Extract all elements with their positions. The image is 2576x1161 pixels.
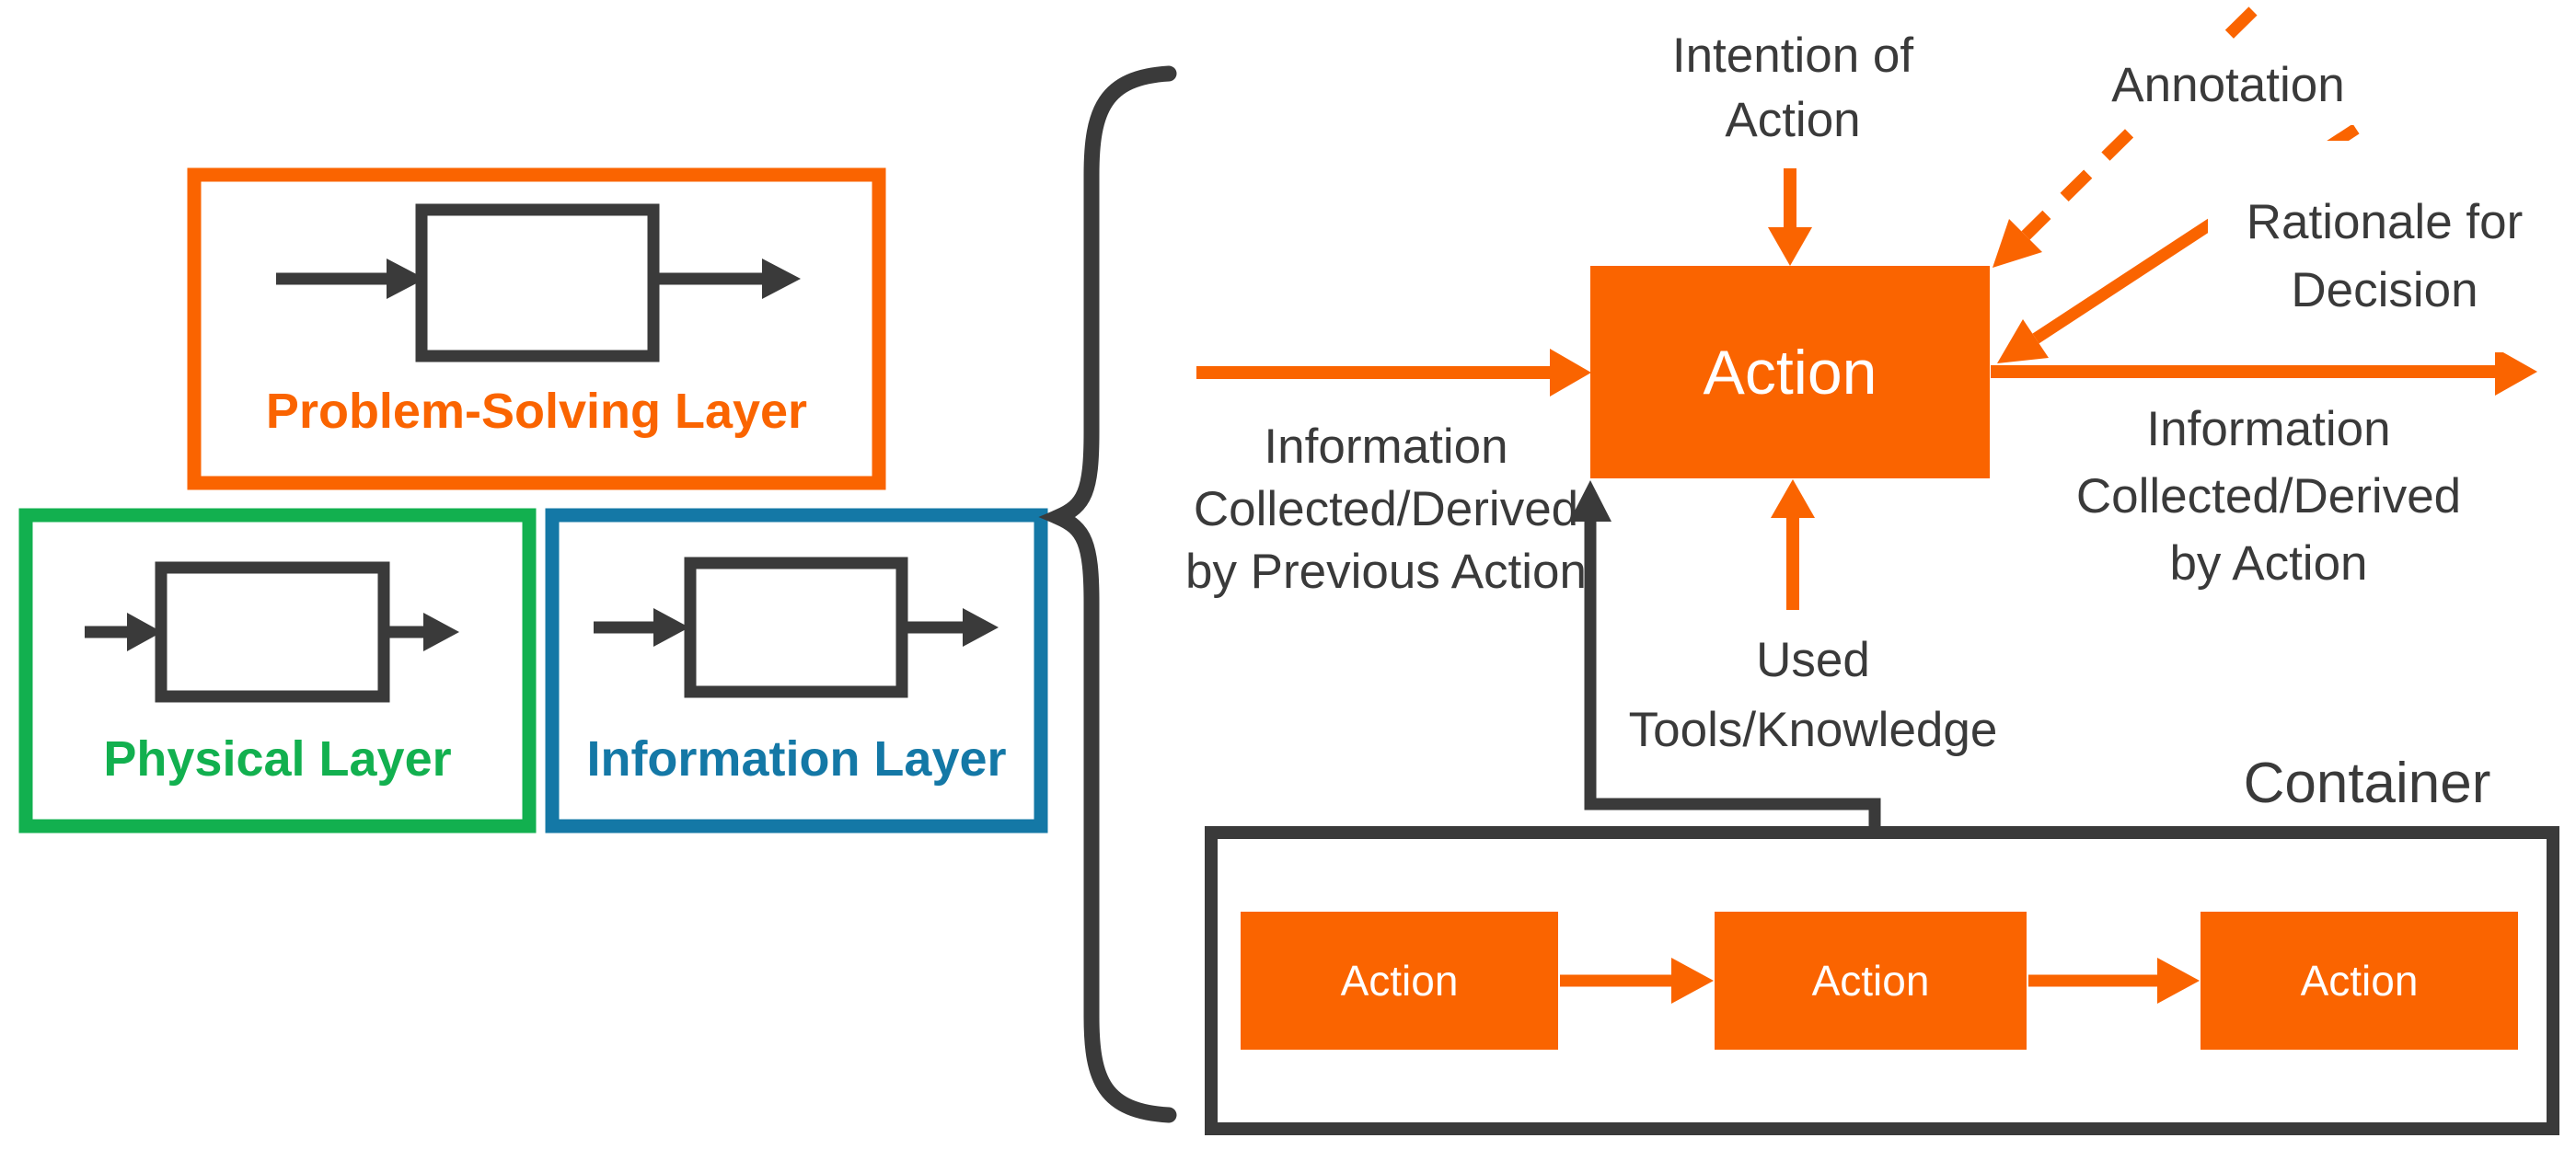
intention-arrowhead-icon bbox=[1768, 227, 1812, 266]
used-tools-knowledge-label: Used Tools/Knowledge bbox=[1583, 626, 2043, 765]
physical-layer-box bbox=[18, 508, 537, 833]
flow-out-arrowhead-icon bbox=[423, 613, 459, 651]
flow-in-arrowhead-icon bbox=[127, 613, 162, 651]
container-box bbox=[1205, 826, 2559, 1135]
info-previous-action-label: Information Collected/Derived by Previou… bbox=[1150, 416, 1622, 603]
container-flow-arrowhead-icon bbox=[1671, 958, 1714, 1004]
input-info-arrowhead-icon bbox=[1550, 349, 1591, 397]
flow-in-arrowhead-icon bbox=[653, 608, 689, 647]
flow-out-arrowhead-icon bbox=[762, 259, 801, 299]
annotation-label: Annotation bbox=[2085, 46, 2371, 125]
intention-line-2: Action bbox=[1725, 93, 1861, 147]
intention-line-1: Intention of bbox=[1671, 29, 1914, 83]
rationale-line-1: Rationale for bbox=[2246, 195, 2524, 249]
container-flow-arrowhead-icon bbox=[2157, 958, 2200, 1004]
container-action-box bbox=[1715, 912, 2027, 1050]
flow-in-arrowhead-icon bbox=[387, 259, 425, 299]
intention-of-action-label: Intention of Action bbox=[1565, 24, 2021, 153]
flow-out-arrowhead-icon bbox=[963, 608, 999, 647]
info-out-line-1: Information bbox=[2146, 402, 2391, 456]
information-layer-label: Information Layer bbox=[586, 731, 1007, 787]
problem-solving-layer-box bbox=[187, 167, 886, 490]
container-to-action-arrowhead-icon bbox=[1569, 480, 1611, 522]
information-layer-box bbox=[545, 508, 1048, 833]
rationale-for-decision-label: Rationale for Decision bbox=[2208, 141, 2561, 352]
container-action-label: Action bbox=[1340, 957, 1459, 1005]
container-action-label: Action bbox=[1811, 957, 1930, 1005]
physical-layer-label: Physical Layer bbox=[103, 731, 452, 787]
info-prev-line-3: by Previous Action bbox=[1184, 545, 1587, 599]
problem-solving-layer-label: Problem-Solving Layer bbox=[265, 384, 808, 439]
info-prev-line-1: Information bbox=[1264, 420, 1508, 474]
annotation-arrowhead-icon bbox=[1993, 219, 2042, 268]
action-box-label: Action bbox=[1703, 337, 1877, 408]
info-out-line-2: Collected/Derived bbox=[2075, 469, 2462, 523]
rationale-line-2: Decision bbox=[2291, 263, 2478, 317]
container-action-box bbox=[2201, 912, 2518, 1050]
used-tools-line-1: Used bbox=[1756, 633, 1870, 687]
rationale-arrowhead-icon bbox=[1997, 319, 2049, 363]
container-label: Container bbox=[2243, 752, 2491, 815]
container-action-label: Action bbox=[2300, 957, 2419, 1005]
action-box bbox=[1590, 266, 1990, 478]
process-square-icon bbox=[415, 203, 660, 362]
used-tools-line-2: Tools/Knowledge bbox=[1628, 703, 1998, 757]
info-by-action-label: Information Collected/Derived by Action bbox=[2036, 396, 2501, 597]
info-prev-line-2: Collected/Derived bbox=[1193, 482, 1579, 536]
output-info-arrowhead-icon bbox=[2495, 348, 2537, 396]
container-action-box bbox=[1241, 912, 1558, 1050]
process-square-icon bbox=[155, 561, 390, 703]
info-out-line-3: by Action bbox=[2169, 536, 2368, 591]
curly-brace-icon bbox=[1038, 65, 1177, 1123]
process-square-icon bbox=[684, 557, 908, 698]
used-tools-arrowhead-icon bbox=[1771, 479, 1815, 518]
container-to-action-arrow bbox=[1584, 501, 1881, 834]
